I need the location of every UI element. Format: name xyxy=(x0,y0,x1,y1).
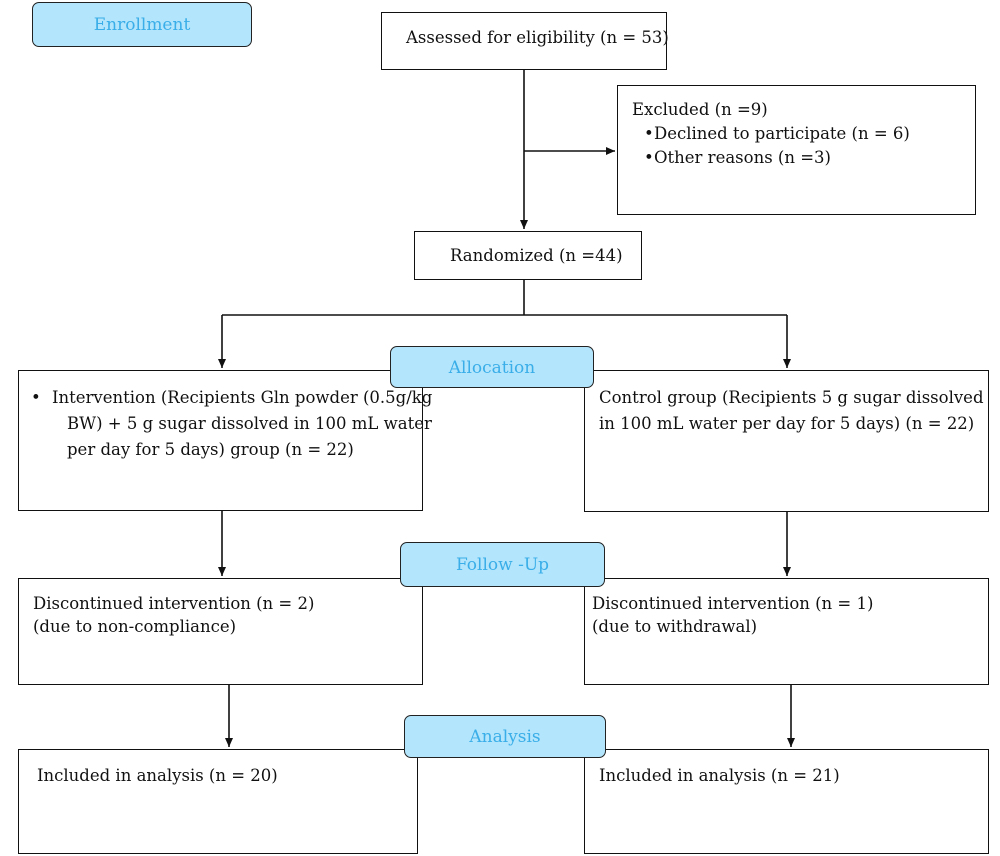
intervention-line-2: BW) + 5 g sugar dissolved in 100 mL wate… xyxy=(67,414,432,433)
assessed-label: Assessed for eligibility (n = 53) xyxy=(406,28,669,47)
excluded-item-other: Other reasons (n =3) xyxy=(654,148,831,167)
control-box: Control group (Recipients 5 g sugar diss… xyxy=(584,370,989,512)
followup-left-box: Discontinued intervention (n = 2) (due t… xyxy=(18,578,423,685)
excluded-box: Excluded (n =9) • Declined to participat… xyxy=(617,85,976,215)
intervention-bullet: • xyxy=(31,388,41,407)
randomized-label: Randomized (n =44) xyxy=(450,246,623,265)
intervention-line-3: per day for 5 days) group (n = 22) xyxy=(67,440,354,459)
followup-right-line-2: (due to withdrawal) xyxy=(592,617,758,636)
stage-analysis: Analysis xyxy=(404,715,606,758)
analysis-left-label: Included in analysis (n = 20) xyxy=(37,766,278,785)
excluded-title: Excluded (n =9) xyxy=(632,100,768,119)
excluded-item-bullet: • xyxy=(644,124,654,143)
followup-left-line-2: (due to non-compliance) xyxy=(33,617,237,636)
followup-right-box: Discontinued intervention (n = 1) (due t… xyxy=(584,578,989,685)
stage-enrollment: Enrollment xyxy=(32,2,252,47)
control-line-2: in 100 mL water per day for 5 days) (n =… xyxy=(599,414,975,433)
analysis-left-box: Included in analysis (n = 20) xyxy=(18,749,418,854)
control-line-1: Control group (Recipients 5 g sugar diss… xyxy=(599,388,984,407)
stage-follow-up: Follow -Up xyxy=(400,542,605,587)
followup-right-line-1: Discontinued intervention (n = 1) xyxy=(592,594,874,613)
stage-allocation: Allocation xyxy=(390,346,594,388)
excluded-item-declined: Declined to participate (n = 6) xyxy=(654,124,910,143)
followup-left-line-1: Discontinued intervention (n = 2) xyxy=(33,594,315,613)
analysis-right-box: Included in analysis (n = 21) xyxy=(584,749,989,854)
analysis-right-label: Included in analysis (n = 21) xyxy=(599,766,840,785)
randomized-box: Randomized (n =44) xyxy=(414,231,642,280)
intervention-line-1: Intervention (Recipients Gln powder (0.5… xyxy=(52,388,433,407)
assessed-box: Assessed for eligibility (n = 53) xyxy=(381,12,669,70)
intervention-box: • Intervention (Recipients Gln powder (0… xyxy=(18,370,432,511)
excluded-item-bullet: • xyxy=(644,148,654,167)
